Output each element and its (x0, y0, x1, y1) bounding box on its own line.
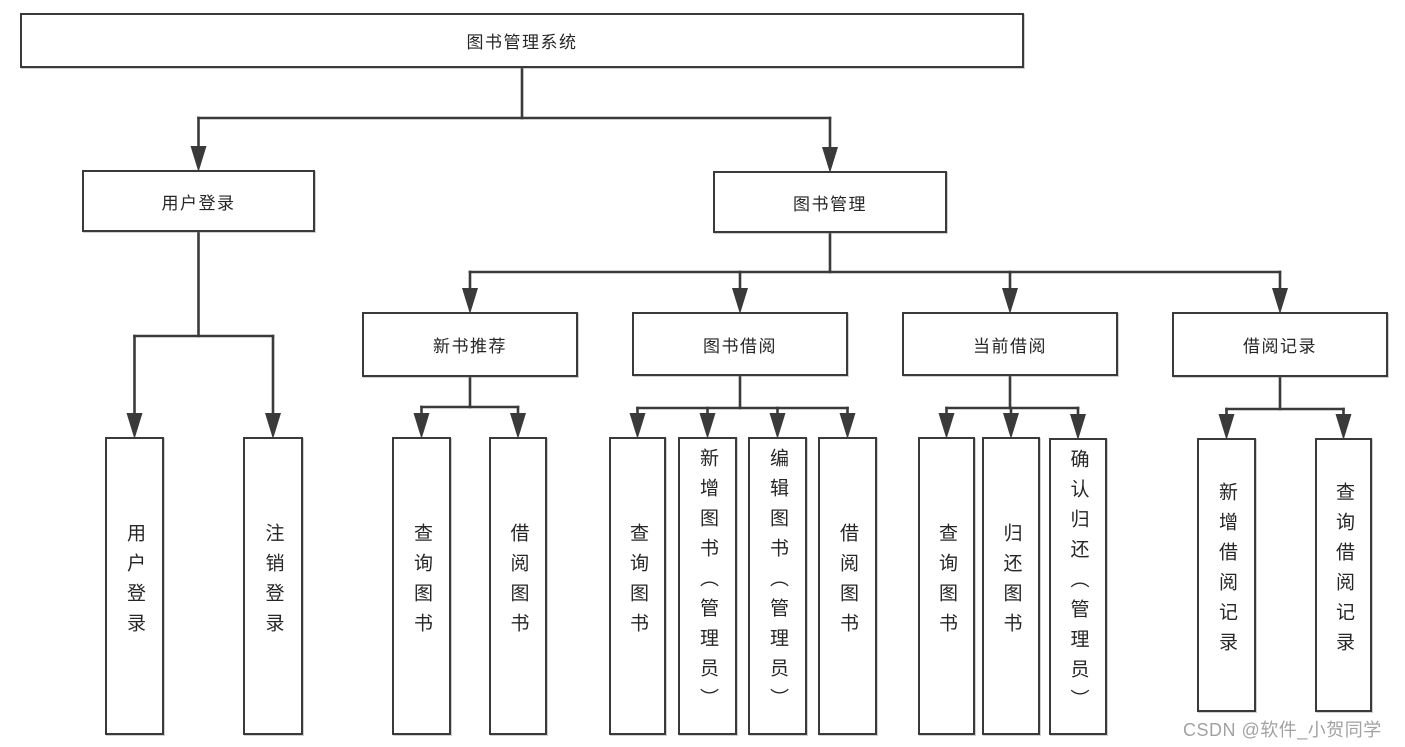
node-label: 图书管理 (793, 194, 867, 214)
node-label: 图书借阅 (703, 336, 777, 356)
node-cb-query: 查询图书 (918, 437, 975, 735)
node-label: 借阅记录 (1243, 337, 1317, 356)
node-ul-logout: 注销登录 (243, 437, 303, 735)
arrowhead-icon (822, 147, 838, 173)
node-ul-user-login: 用户登录 (105, 437, 164, 735)
node-br-add: 新增借阅记录 (1197, 438, 1256, 712)
arrowhead-icon (462, 288, 478, 314)
node-book-mgmt: 图书管理 (713, 171, 947, 233)
node-root: 图书管理系统 (20, 13, 1024, 68)
arrowhead-icon (839, 413, 856, 439)
node-label: 新增图书（管理员） (697, 448, 718, 718)
node-label: 查询图书 (936, 523, 957, 643)
arrowhead-icon (1272, 288, 1288, 314)
arrowhead-icon (413, 413, 430, 439)
node-br-query: 查询借阅记录 (1315, 438, 1372, 712)
node-label: 用户登录 (161, 193, 236, 213)
node-new-book-rec: 新书推荐 (362, 312, 578, 377)
arrowhead-icon (1003, 413, 1019, 439)
arrowhead-icon (769, 413, 786, 439)
node-label: 当前借阅 (973, 336, 1047, 356)
arrowhead-icon (1218, 414, 1235, 440)
watermark: CSDN @软件_小贺同学 (1183, 720, 1382, 740)
arrowhead-icon (190, 146, 207, 172)
node-current-borrow: 当前借阅 (902, 312, 1118, 376)
node-label: 查询图书 (627, 523, 648, 643)
arrowhead-icon (938, 413, 955, 439)
arrowhead-icon (1335, 414, 1352, 440)
node-label: 借阅图书 (507, 523, 529, 643)
node-bb-query: 查询图书 (609, 437, 666, 735)
arrowhead-icon (510, 413, 526, 439)
node-nb-query: 查询图书 (392, 437, 451, 735)
node-cb-confirm: 确认归还（管理员） (1049, 438, 1107, 735)
arrowhead-icon (732, 288, 748, 314)
node-label: 用户登录 (124, 523, 145, 643)
arrowhead-icon (1002, 288, 1018, 314)
node-user-login: 用户登录 (82, 170, 315, 232)
node-bb-borrow: 借阅图书 (818, 437, 877, 735)
node-label: 注销登录 (262, 523, 284, 643)
arrowhead-icon (629, 413, 646, 439)
node-label: 归还图书 (1000, 523, 1022, 643)
arrowhead-icon (265, 413, 281, 439)
node-label: 确认归还（管理员） (1067, 448, 1089, 719)
node-label: 新书推荐 (433, 337, 507, 356)
node-borrow-records: 借阅记录 (1172, 312, 1388, 377)
arrowhead-icon (699, 413, 716, 439)
node-label: 查询图书 (411, 523, 432, 643)
arrowhead-icon (1070, 414, 1086, 440)
node-book-borrow: 图书借阅 (632, 312, 848, 376)
node-cb-return: 归还图书 (982, 437, 1040, 735)
node-label: 查询借阅记录 (1333, 482, 1354, 662)
arrowhead-icon (126, 413, 143, 439)
node-bb-add: 新增图书（管理员） (678, 437, 737, 735)
node-label: 新增借阅记录 (1216, 482, 1237, 662)
node-label: 编辑图书（管理员） (767, 448, 788, 718)
node-bb-edit: 编辑图书（管理员） (748, 437, 807, 735)
node-label: 图书管理系统 (466, 33, 578, 52)
node-nb-borrow: 借阅图书 (489, 437, 547, 735)
node-label: 借阅图书 (837, 523, 858, 643)
